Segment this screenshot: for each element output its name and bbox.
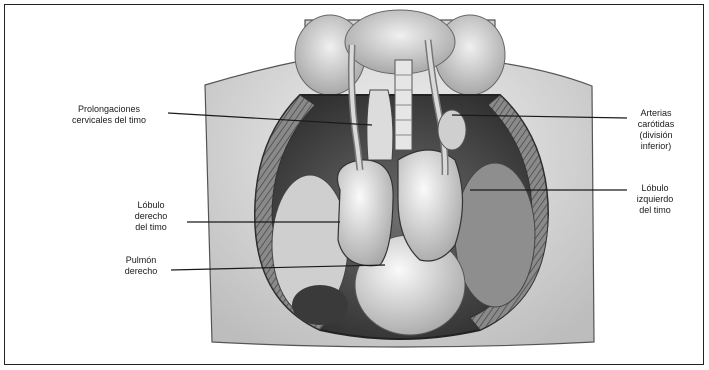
label-line: inferior) [625, 141, 687, 152]
label-line: del timo [115, 222, 187, 233]
label-line: derecho [115, 211, 187, 222]
label-line: Pulmón [110, 255, 172, 266]
label-right-lung: Pulmón derecho [110, 255, 172, 277]
label-line: derecho [110, 266, 172, 277]
label-line: cervicales del timo [50, 115, 168, 126]
label-line: izquierdo [622, 194, 688, 205]
label-line: Lóbulo [115, 200, 187, 211]
label-line: Arterias [625, 108, 687, 119]
label-thymus-cervical-extensions: Prolongaciones cervicales del timo [50, 104, 168, 126]
label-line: del timo [622, 205, 688, 216]
label-line: Prolongaciones [50, 104, 168, 115]
label-line: Lóbulo [622, 183, 688, 194]
label-right-thymus-lobe: Lóbulo derecho del timo [115, 200, 187, 233]
left-lung [455, 163, 535, 307]
thymus-right-lobe [338, 160, 394, 266]
label-carotid-arteries: Arterias carótidas (división inferior) [625, 108, 687, 152]
thymus-left-lobe [398, 150, 463, 261]
label-line: (división [625, 130, 687, 141]
label-line: carótidas [625, 119, 687, 130]
label-left-thymus-lobe: Lóbulo izquierdo del timo [622, 183, 688, 216]
